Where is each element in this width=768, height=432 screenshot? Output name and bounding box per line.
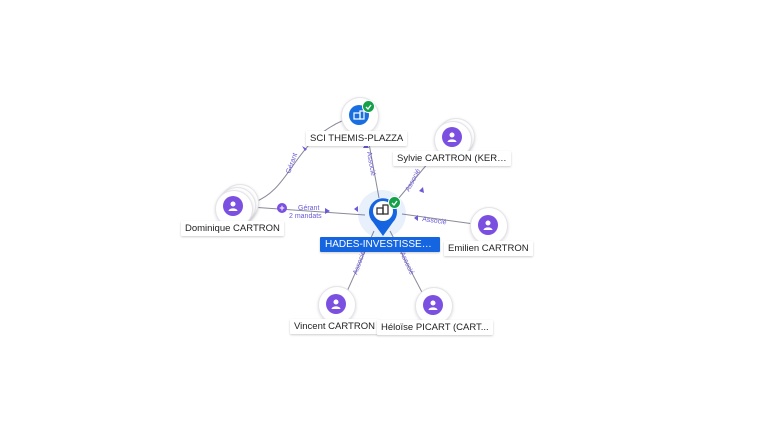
node-label: Emilien CARTRON: [444, 241, 533, 256]
edge-label-dominique-sci: Gérant: [285, 152, 299, 175]
node-label: Dominique CARTRON: [181, 221, 284, 236]
edge-label-dominique-center-1: Gérant: [298, 205, 319, 212]
edge-label-sylvie-center: Associé: [405, 168, 423, 193]
verified-check-icon: [362, 100, 375, 113]
node-label: Sylvie CARTRON (KERN...: [393, 151, 511, 166]
node-label: Vincent CARTRON: [290, 319, 379, 334]
verified-check-icon: [388, 196, 401, 209]
edge-label-emilien-center: Associé: [422, 216, 447, 226]
person-icon: [442, 127, 462, 147]
edge-emilien-center: [401, 213, 475, 225]
edge-label-sci-center: Associé: [365, 151, 376, 176]
edge-dominique-center: [249, 206, 366, 216]
node-label-main: HADES-INVESTISSEMENT: [320, 237, 440, 252]
edge-dominique-sci: [251, 119, 345, 204]
person-icon: [423, 295, 443, 315]
arrow-icon: [354, 206, 358, 212]
arrow-icon: [414, 215, 418, 221]
arrow-icon: [325, 208, 330, 214]
person-icon: [326, 294, 346, 314]
arrow-icon: [302, 146, 307, 151]
edge-label-heloise-center: Associé: [398, 251, 415, 276]
arrow-icon: [419, 187, 424, 193]
edge-label-vincent-center: Associé: [352, 250, 367, 276]
edge-label-dominique-center-2: 2 mandats: [289, 213, 322, 220]
node-label: SCI THEMIS-PLAZZA: [306, 131, 408, 146]
node-label: Héloïse PICART (CART...: [377, 320, 493, 335]
person-icon: [478, 215, 498, 235]
expand-plus-icon[interactable]: +: [277, 203, 287, 213]
person-icon: [223, 196, 243, 216]
